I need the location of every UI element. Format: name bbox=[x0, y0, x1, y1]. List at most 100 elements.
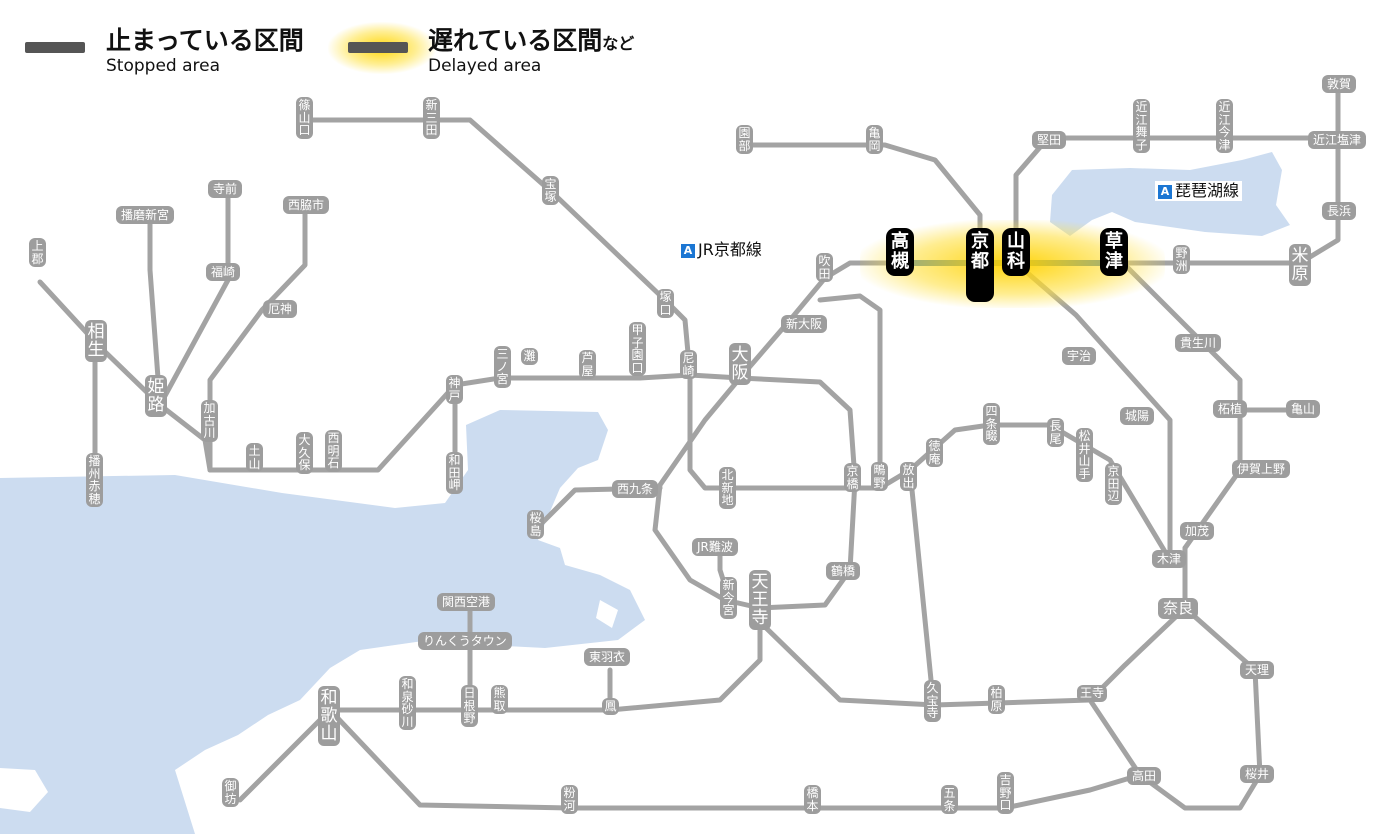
station-fukusaki[interactable]: 福崎 bbox=[206, 263, 241, 281]
station-tsuge[interactable]: 柘植 bbox=[1213, 400, 1248, 418]
station-yasu[interactable]: 野洲 bbox=[1173, 245, 1190, 274]
station-shinsanda[interactable]: 新三田 bbox=[423, 97, 440, 139]
station-kakogawa[interactable]: 加古川 bbox=[201, 400, 218, 442]
station-koshienguchi[interactable]: 甲子園口 bbox=[629, 322, 646, 376]
line-badge: A bbox=[681, 244, 695, 258]
station-gobo[interactable]: 御坊 bbox=[222, 778, 239, 807]
station-kizu[interactable]: 木津 bbox=[1152, 550, 1187, 568]
station-kobe[interactable]: 神戸 bbox=[446, 375, 463, 404]
station-tsukaguchi[interactable]: 塚口 bbox=[657, 289, 674, 318]
legend-stopped-ja: 止まっている区間 bbox=[106, 26, 304, 55]
station-yamashina[interactable]: 山科 bbox=[1002, 228, 1030, 276]
station-shijonawate[interactable]: 四条畷 bbox=[983, 403, 1000, 445]
station-maibara[interactable]: 米原 bbox=[1289, 244, 1311, 286]
station-tsuruga[interactable]: 敦賀 bbox=[1322, 75, 1357, 93]
station-tsuruhashi[interactable]: 鶴橋 bbox=[826, 562, 861, 580]
station-kibukawa[interactable]: 貴生川 bbox=[1175, 334, 1222, 352]
station-wakayama[interactable]: 和歌山 bbox=[318, 686, 340, 746]
station-higashihagoromo[interactable]: 東羽衣 bbox=[584, 648, 631, 666]
station-nishiakashi[interactable]: 西明石 bbox=[325, 430, 342, 472]
station-aioi[interactable]: 相生 bbox=[85, 320, 107, 362]
station-katata[interactable]: 堅田 bbox=[1032, 131, 1067, 149]
station-kyuhoji[interactable]: 久宝寺 bbox=[924, 680, 941, 722]
station-nagahama[interactable]: 長浜 bbox=[1322, 202, 1357, 220]
station-omishiotsu[interactable]: 近江塩津 bbox=[1308, 131, 1367, 149]
station-kansaiairport[interactable]: 関西空港 bbox=[437, 593, 496, 611]
stopped-swatch bbox=[25, 42, 85, 53]
station-tenri[interactable]: 天理 bbox=[1240, 661, 1275, 679]
station-suita[interactable]: 吹田 bbox=[816, 253, 833, 282]
station-jrnamba[interactable]: JR難波 bbox=[692, 538, 738, 556]
station-sakurai[interactable]: 桜井 bbox=[1240, 765, 1275, 783]
line-label-kyoto-text: JR京都線 bbox=[698, 240, 762, 259]
station-omiimazu[interactable]: 近江今津 bbox=[1216, 99, 1233, 153]
station-kameyama[interactable]: 亀山 bbox=[1286, 400, 1321, 418]
legend-stopped-en: Stopped area bbox=[106, 56, 221, 76]
station-omimaiko[interactable]: 近江舞子 bbox=[1133, 99, 1150, 153]
station-wadamisaki[interactable]: 和田岬 bbox=[446, 452, 463, 494]
station-amagasaki[interactable]: 尼崎 bbox=[680, 350, 697, 379]
station-kitashinchi[interactable]: 北新地 bbox=[719, 467, 736, 509]
station-kusatsu[interactable]: 草津 bbox=[1100, 228, 1128, 276]
station-nishiwakishi[interactable]: 西脇市 bbox=[283, 196, 330, 214]
station-shinimamiya[interactable]: 新今宮 bbox=[720, 577, 737, 619]
station-igaueno[interactable]: 伊賀上野 bbox=[1232, 460, 1291, 478]
station-kokawa[interactable]: 粉河 bbox=[561, 785, 578, 814]
station-sonobe[interactable]: 園部 bbox=[736, 125, 753, 154]
station-kamigori[interactable]: 上郡 bbox=[29, 238, 46, 267]
station-nishikujo[interactable]: 西九条 bbox=[612, 480, 659, 498]
station-uji[interactable]: 宇治 bbox=[1062, 347, 1097, 365]
station-shinosaka[interactable]: 新大阪 bbox=[781, 315, 828, 333]
station-sasayamaguchi[interactable]: 篠山口 bbox=[296, 97, 313, 139]
station-nara[interactable]: 奈良 bbox=[1158, 598, 1199, 619]
station-izumisunagawa[interactable]: 和泉砂川 bbox=[399, 676, 416, 730]
station-banshuako[interactable]: 播州赤穂 bbox=[86, 453, 103, 507]
station-yakujin[interactable]: 厄神 bbox=[263, 300, 298, 318]
legend-delayed-suffix: など bbox=[602, 34, 635, 53]
station-kumatori[interactable]: 熊取 bbox=[491, 685, 508, 714]
station-himeji[interactable]: 姫路 bbox=[145, 375, 167, 417]
station-joyo[interactable]: 城陽 bbox=[1120, 407, 1155, 425]
station-nagao[interactable]: 長尾 bbox=[1047, 418, 1064, 447]
station-kameoka[interactable]: 亀岡 bbox=[866, 125, 883, 154]
station-tennoji[interactable]: 天王寺 bbox=[749, 570, 771, 630]
station-ashiya[interactable]: 芦屋 bbox=[579, 350, 596, 379]
station-gojo[interactable]: 五条 bbox=[941, 785, 958, 814]
station-otori[interactable]: 鳳 bbox=[602, 698, 619, 715]
station-hashimoto[interactable]: 橋本 bbox=[804, 785, 821, 814]
station-tokuan[interactable]: 徳庵 bbox=[926, 438, 943, 467]
station-hineno[interactable]: 日根野 bbox=[461, 685, 478, 727]
station-teramae[interactable]: 寺前 bbox=[208, 180, 243, 198]
station-shigino[interactable]: 鴫野 bbox=[871, 462, 888, 491]
station-takarazuka[interactable]: 宝塚 bbox=[542, 176, 559, 205]
island bbox=[0, 768, 48, 812]
station-kamo[interactable]: 加茂 bbox=[1180, 522, 1215, 540]
station-matsuiyamate[interactable]: 松井山手 bbox=[1076, 428, 1093, 482]
station-takada[interactable]: 高田 bbox=[1127, 767, 1162, 785]
station-yoshinoguchi[interactable]: 吉野口 bbox=[997, 772, 1014, 814]
station-oji[interactable]: 王寺 bbox=[1077, 685, 1107, 702]
station-kyotanabe[interactable]: 京田辺 bbox=[1105, 463, 1122, 505]
station-hanaten[interactable]: 放出 bbox=[900, 462, 917, 491]
station-sakurajima[interactable]: 桜島 bbox=[527, 510, 544, 539]
station-kyobashi[interactable]: 京橋 bbox=[844, 463, 861, 492]
station-takatsuki[interactable]: 高槻 bbox=[886, 228, 914, 276]
osaka-bay bbox=[0, 410, 645, 834]
station-kashiwara[interactable]: 柏原 bbox=[988, 685, 1005, 714]
delayed-swatch bbox=[348, 42, 408, 53]
line-label-biwako-text: 琵琶湖線 bbox=[1175, 181, 1240, 200]
station-tsuchiyama[interactable]: 土山 bbox=[246, 443, 263, 472]
station-kyoto[interactable]: 京都 bbox=[966, 228, 994, 302]
station-rinkutown[interactable]: りんくうタウン bbox=[418, 632, 512, 650]
legend-delayed-ja: 遅れている区間など bbox=[428, 27, 634, 58]
station-nada[interactable]: 灘 bbox=[521, 348, 538, 365]
station-sannomiya[interactable]: 三ノ宮 bbox=[494, 346, 511, 388]
station-okubo[interactable]: 大久保 bbox=[296, 432, 313, 474]
line-badge: A bbox=[1158, 185, 1172, 199]
station-harimashinmiya[interactable]: 播磨新宮 bbox=[116, 206, 175, 224]
station-osaka[interactable]: 大阪 bbox=[729, 343, 751, 385]
